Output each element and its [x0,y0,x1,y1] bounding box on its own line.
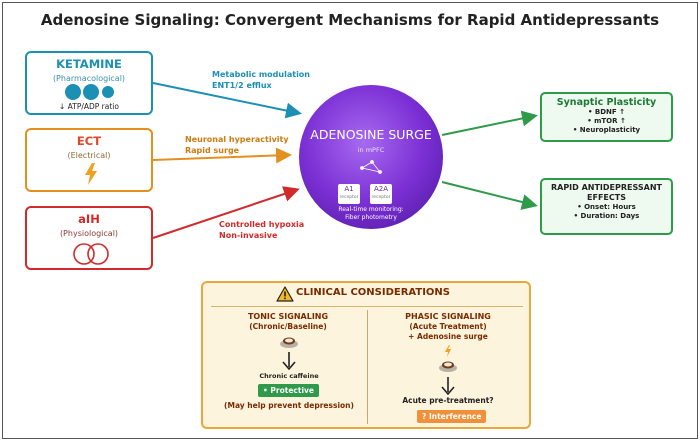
rapid-item: • Duration: Days [573,212,640,220]
aih-box: aIH (Physiological) [25,206,153,270]
ketamine-box: KETAMINE (Pharmacological) ↓ ATP/ADP rat… [25,51,153,115]
a1-receptor: A1 receptor [338,184,360,204]
rapid-effects-box: RAPID ANTIDEPRESSANT EFFECTS • Onset: Ho… [540,178,673,235]
down-arrow-icon [282,352,296,370]
tonic-note: (May help prevent depression) [224,401,354,410]
rapid-arrow [441,181,538,210]
ketamine-type: (Pharmacological) [52,74,126,83]
a2a-receptor: A2A receptor [370,184,392,204]
ect-name: ECT [76,134,102,148]
surge-subtitle: in mPFC [357,146,385,154]
synaptic-plasticity-box: Synaptic Plasticity • BDNF ↑ • mTOR ↑ • … [540,92,673,142]
phasic-heading: PHASIC SIGNALING [405,312,491,321]
synaptic-title: Synaptic Plasticity [556,97,657,108]
aih-name: aIH [78,212,100,226]
phasic-label: Acute pre-treatment? [402,396,494,405]
synaptic-item: • Neuroplasticity [572,126,641,134]
interference-badge: ? Interference [417,410,487,423]
ketamine-arrow-label: Metabolic modulation ENT1/2 efflux [212,70,310,90]
ect-arrow-label: Neuronal hyperactivity Rapid surge [185,135,289,155]
synaptic-arrow [441,110,538,136]
phasic-sub2: + Adenosine surge [408,332,488,341]
coffee-cup-icon [439,361,457,372]
page-title: Adenosine Signaling: Convergent Mechanis… [40,11,660,29]
synaptic-item: • mTOR ↑ [587,117,626,125]
coffee-cup-icon [280,337,298,348]
lightning-bolt-icon [85,163,97,185]
warning-icon [276,286,294,302]
lightning-bolt-icon [445,345,451,357]
overlapping-circles-icon [73,243,109,265]
rapid-item: • Onset: Hours [577,203,636,211]
ketamine-name: KETAMINE [56,57,122,71]
tonic-heading: TONIC SIGNALING [247,312,329,321]
adenosine-surge-circle [299,85,443,229]
network-motif-icon [360,160,382,174]
clinical-divider-h [211,306,523,307]
surge-title: ADENOSINE SURGE [310,127,432,142]
phasic-sub1: (Acute Treatment) [409,322,487,331]
down-arrow-icon [441,377,455,395]
ketamine-molecule-icon [65,84,114,100]
clinical-title: CLINICAL CONSIDERATIONS [296,287,450,298]
ect-arrow [152,147,292,164]
atp-ratio-note: ↓ ATP/ADP ratio [59,102,119,111]
ketamine-arrow [152,82,302,119]
monitoring-note: Real-time monitoring: Fiber photometry [338,206,404,221]
aih-arrow-label: Controlled hypoxia Non-invasive [219,220,305,240]
rapid-title: RAPID ANTIDEPRESSANT EFFECTS [550,183,663,202]
ect-type: (Electrical) [67,151,111,160]
aih-arrow [152,186,300,239]
clinical-divider-v [367,310,368,424]
protective-badge: • Protective [258,384,320,397]
tonic-column: TONIC SIGNALING (Chronic/Baseline) [213,312,363,332]
tonic-sub: (Chronic/Baseline) [249,322,327,331]
ect-box: ECT (Electrical) [25,128,153,192]
clinical-considerations-box: CLINICAL CONSIDERATIONS TONIC SIGNALING … [201,281,531,429]
synaptic-item: • BDNF ↑ [588,108,625,116]
tonic-label: Chronic caffeine [259,372,319,380]
aih-type: (Physiological) [59,229,119,238]
phasic-column: PHASIC SIGNALING (Acute Treatment) + Ade… [373,312,523,342]
